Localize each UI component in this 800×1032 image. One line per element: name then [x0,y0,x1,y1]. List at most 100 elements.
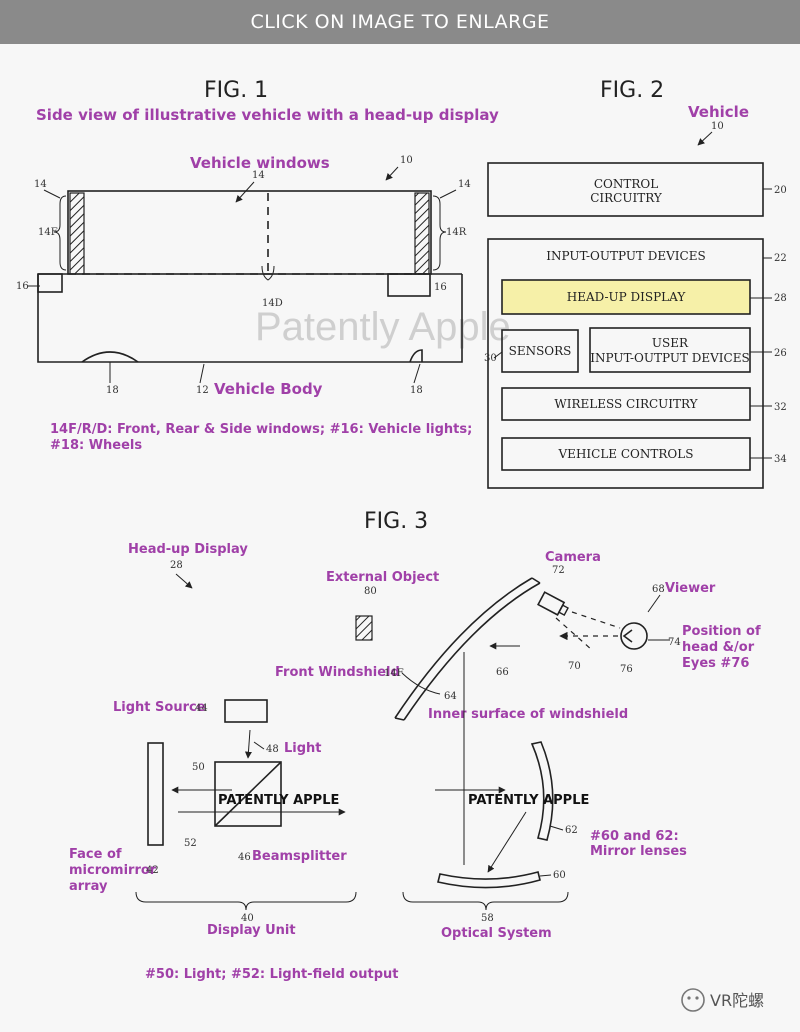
vehicle-body-label: Vehicle Body [214,380,323,398]
viewer-label: Viewer [665,581,716,596]
ref-14-right-leader [439,189,457,199]
ref-10: 10 [400,155,413,166]
external-object-label: External Object [326,570,439,585]
control-line1: CONTROL [594,177,658,191]
light-source-box [224,699,268,723]
click-to-enlarge-banner[interactable]: CLICK ON IMAGE TO ENLARGE [0,0,800,44]
beamsplitter-label: Beamsplitter [252,849,347,864]
bracket-14D [261,265,275,281]
fig2: FIG. 2 Vehicle 10 CONTROL CIRCUITRY 20 I… [484,78,787,489]
wireless-label: WIRELESS CIRCUITRY [554,397,698,411]
wireless-box [501,387,751,421]
ref-18-right-leader [413,363,421,384]
ref-62: 62 [565,825,578,836]
ref-14-left-leader [43,189,61,199]
patently-apple-right: PATENTLY APPLE [468,793,589,808]
display-unit-label: Display Unit [207,923,296,938]
ref-16-right: 16 [434,282,447,293]
ref-66: 66 [496,667,509,678]
ref-48-leader [253,741,265,750]
sensors-box [501,329,579,373]
watermark-text: Patently Apple [255,305,511,349]
ref-60-leader [539,874,552,877]
fig1-legend-line2: #18: Wheels [50,438,142,453]
ref-12-leader [199,363,205,384]
position-line1: Position of [682,624,761,639]
wechat-icon-eye-right [695,996,699,1000]
windshield-ends [394,577,541,721]
mirror-lens-62 [530,741,554,841]
face-line1: Face of [69,847,122,862]
optical-system-label: Optical System [441,926,552,941]
ref-18-left: 18 [106,385,119,396]
ref-74: 74 [668,637,681,648]
hud-label-fig3: Head-up Display [128,542,248,557]
inner-surface-label: Inner surface of windshield [428,707,628,722]
ray-to-mirror-60 [487,811,527,873]
fig3-ref-28-leader [175,573,193,589]
ref-44: 44 [195,703,208,714]
ref-50: 50 [192,762,205,773]
hud-label: HEAD-UP DISPLAY [567,290,687,304]
light-label: Light [284,741,322,756]
beamsplitter-diagonal [214,761,282,827]
mirror-line2: Mirror lenses [590,844,687,859]
ref-22: 22 [774,253,787,264]
fig2-ref-10: 10 [711,121,724,132]
mirror-line1: #60 and 62: [590,829,679,844]
position-line3: Eyes #76 [682,656,749,671]
front-windshield-label: Front Windshield [275,665,400,680]
ref-12: 12 [196,385,209,396]
ref-42: 42 [146,865,159,876]
ref-26: 26 [774,348,787,359]
viewer-eye [622,629,633,643]
controls-label: VEHICLE CONTROLS [558,447,694,461]
viewer-head [620,622,648,650]
ref-32: 32 [774,402,787,413]
ref-68-leader [647,594,661,613]
ref-68: 68 [652,584,665,595]
ref-64-leader [401,672,441,695]
camera-sightline [571,611,621,629]
fig3-footnote: #50: Light; #52: Light-field output [145,967,398,982]
ref-10-leader [385,166,399,181]
ref-60: 60 [553,870,566,881]
windshield-outer [394,577,533,719]
windshield-inner [403,582,541,721]
corner-watermark: VR陀螺 [681,988,764,1012]
patent-figure-sheet [0,44,800,1032]
ref-16-left: 16 [16,281,29,292]
ref-52: 52 [184,838,197,849]
ref-14-center: 14 [252,170,265,181]
rear-wheel-arc [409,349,423,363]
ref-14-right: 14 [458,179,471,190]
fig1-subtitle: Side view of illustrative vehicle with a… [36,106,499,124]
ref-58: 58 [481,913,494,924]
front-light [37,273,63,293]
wechat-icon [681,988,705,1012]
face-line2: micromirror [69,863,157,878]
ref-18-right: 18 [410,385,423,396]
io-devices-label: INPUT-OUTPUT DEVICES [546,249,705,263]
fig3-ref-28: 28 [170,560,183,571]
fig3: FIG. 3 Head-up Display 28 External Objec… [69,509,761,982]
user-io-line2: INPUT-OUTPUT DEVICES [590,351,749,365]
ref-80: 80 [364,586,377,597]
light-source-label: Light Source [113,700,206,715]
fig1: FIG. 1 Side view of illustrative vehicle… [16,78,499,453]
user-io-box [589,327,751,373]
vehicle-windows-label: Vehicle windows [190,154,330,172]
ref-14F: 14F [38,227,58,238]
camera-icon [537,591,569,616]
ref-14D: 14D [262,298,283,309]
ref-48: 48 [266,744,279,755]
sightline-70 [555,617,593,651]
micromirror-array [147,742,164,846]
ref-62-leader [549,825,564,831]
head-up-display-box [501,279,751,315]
user-io-line1: USER [652,336,689,350]
brace-display-unit [135,891,357,911]
light-ray-48 [244,729,252,759]
ref-64: 64 [444,691,457,702]
